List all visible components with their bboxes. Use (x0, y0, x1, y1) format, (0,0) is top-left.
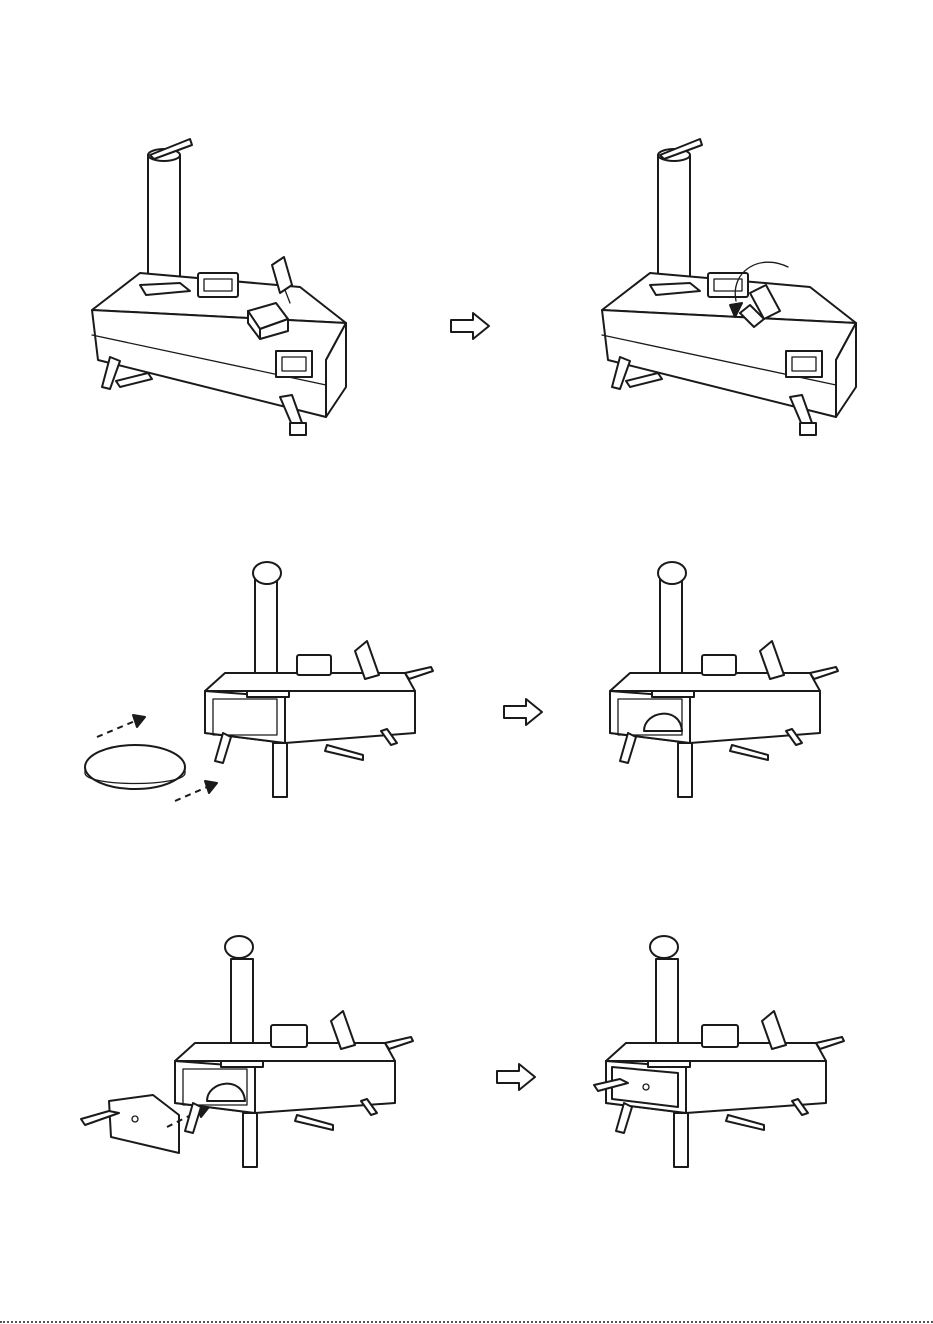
step1-arrow (449, 311, 491, 346)
step2-after-oven (600, 555, 850, 805)
step1-after-oven (590, 125, 890, 455)
step3-arrow (495, 1062, 537, 1097)
step1-before-oven (80, 125, 380, 455)
page-bottom-border (0, 1321, 933, 1323)
step3-after-oven (590, 925, 860, 1175)
step2-before-oven (75, 555, 455, 805)
step3-before-oven (75, 925, 455, 1175)
step2-arrow (502, 697, 544, 732)
